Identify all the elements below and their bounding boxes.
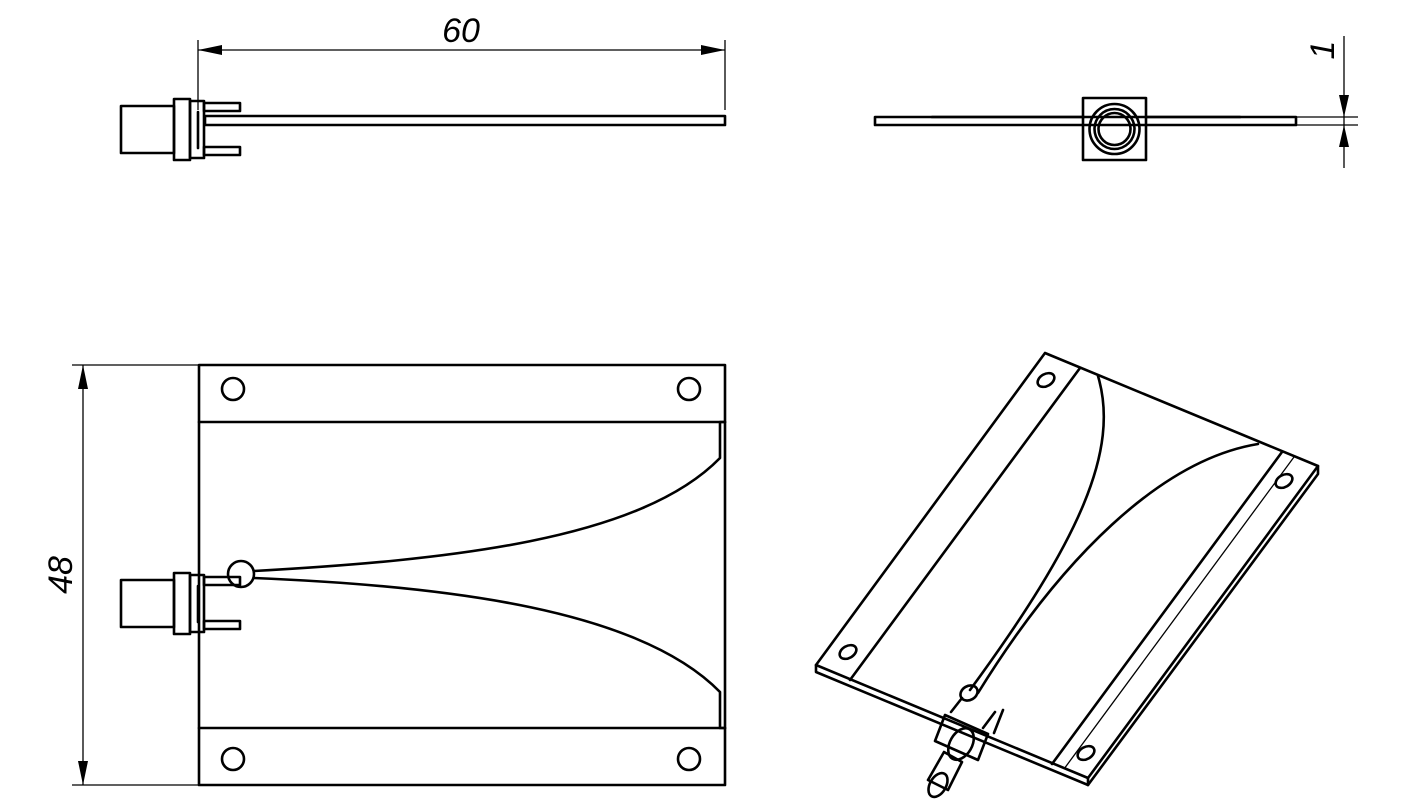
sma-connector-top bbox=[119, 571, 242, 636]
thickness-dimension-label: 1 bbox=[1304, 41, 1342, 60]
isometric-view bbox=[814, 351, 1320, 799]
width-dimension: 60 bbox=[197, 12, 726, 110]
feed-point bbox=[226, 559, 256, 589]
top-view: 48 bbox=[42, 363, 727, 787]
side-view: 60 bbox=[119, 12, 727, 162]
mounting-hole bbox=[676, 376, 702, 402]
connector-flange-front bbox=[1081, 96, 1148, 162]
antenna-taper-outline bbox=[968, 374, 1105, 692]
mounting-hole bbox=[838, 643, 858, 661]
mounting-hole bbox=[220, 746, 246, 772]
height-dimension-label: 48 bbox=[42, 556, 80, 594]
mounting-hole bbox=[1036, 371, 1056, 389]
thickness-dimension: 1 bbox=[1296, 36, 1358, 168]
pcb-board bbox=[197, 363, 727, 787]
antenna-taper-outline bbox=[252, 420, 727, 730]
height-dimension: 48 bbox=[42, 364, 198, 786]
mounting-hole bbox=[1274, 472, 1294, 490]
sma-connector-iso bbox=[926, 696, 1005, 799]
strip-line bbox=[848, 366, 1082, 682]
pcb-board-iso bbox=[814, 351, 1320, 780]
end-view: 1 bbox=[873, 36, 1358, 168]
mounting-hole bbox=[220, 376, 246, 402]
mounting-hole bbox=[1076, 744, 1096, 762]
sma-connector-side bbox=[119, 97, 242, 162]
board-end-edge bbox=[873, 115, 1298, 127]
antenna-taper-outline bbox=[976, 442, 1260, 695]
mounting-hole bbox=[676, 746, 702, 772]
board-edge bbox=[203, 114, 727, 127]
width-dimension-label: 60 bbox=[442, 12, 480, 50]
strip-line bbox=[1050, 450, 1284, 766]
